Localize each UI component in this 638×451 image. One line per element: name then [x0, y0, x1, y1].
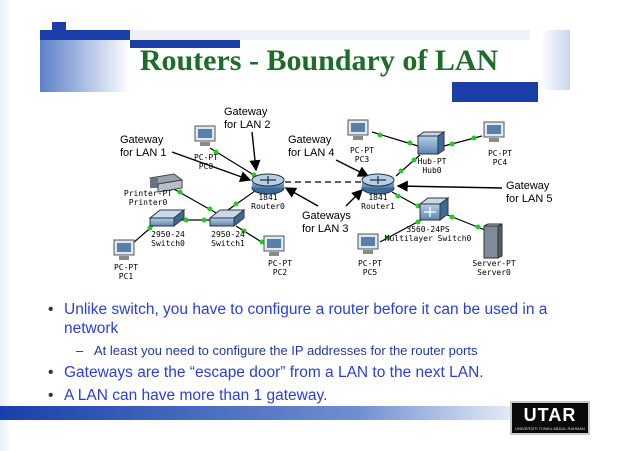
annotation-line: Gateway — [506, 180, 550, 192]
blue-corner-bar — [0, 0, 12, 451]
bullet-text: A LAN can have more than 1 gateway. — [64, 387, 328, 404]
pc-icon — [113, 239, 135, 260]
bullet-marker: • — [48, 387, 54, 404]
logo-subtext: UNIVERSITI TUNKU ABDUL RAHMAN — [515, 426, 585, 431]
bullet-text: Unlike switch, you have to configure a r… — [64, 301, 548, 337]
bullet-item: • A LAN can have more than 1 gateway. — [48, 386, 594, 405]
bullet-marker: • — [48, 301, 54, 318]
bullet-item: • Unlike switch, you have to configure a … — [48, 300, 594, 338]
slide-title: Routers - Boundary of LAN — [139, 44, 499, 77]
link-status-dots — [128, 132, 481, 248]
switch-icon — [148, 208, 186, 228]
annotation-line: for LAN 4 — [288, 147, 335, 159]
router-icon — [361, 173, 395, 195]
annotation-line: Gateway — [288, 134, 332, 146]
pc-icon — [263, 235, 285, 256]
annotation-line: for LAN 1 — [120, 147, 167, 159]
pc-icon — [357, 233, 379, 254]
annotation-arrows — [171, 131, 503, 207]
arrow-lan4 — [335, 159, 370, 177]
pc-icon — [347, 119, 369, 140]
bullet-item: • Gateways are the “escape door” from a L… — [48, 363, 594, 382]
blue-block-right — [452, 82, 538, 102]
bullet-marker: – — [76, 343, 84, 358]
arrow-lan3-left — [284, 187, 319, 207]
annotation-line: Gateways — [302, 210, 351, 222]
server-icon — [483, 223, 503, 259]
bullet-marker: • — [48, 364, 54, 381]
blue-gradient-left — [40, 40, 130, 92]
printer-icon — [148, 173, 184, 193]
bullet-subitem: –At least you need to configure the IP a… — [64, 342, 594, 359]
router-icon — [251, 173, 285, 195]
annotation-line: for LAN 3 — [302, 223, 349, 235]
annotation-line: Gateway — [224, 106, 268, 118]
annotation-line: for LAN 2 — [224, 119, 271, 131]
annotation-gateway-lan2: Gateway for LAN 2 — [224, 106, 270, 132]
hub-icon — [416, 131, 446, 155]
annotation-gateway-lan1: Gateway for LAN 1 — [120, 134, 166, 160]
arrow-lan1 — [171, 151, 252, 182]
pc-icon — [194, 125, 216, 146]
logo-text: UTAR — [523, 405, 577, 425]
utar-logo: UTAR UNIVERSITI TUNKU ABDUL RAHMAN — [510, 401, 590, 435]
annotation-gateway-lan4: Gateway for LAN 4 — [288, 134, 334, 160]
arrow-lan5 — [396, 180, 503, 192]
blue-band-bottom — [0, 406, 510, 420]
bullet-list: • Unlike switch, you have to configure a … — [48, 300, 594, 409]
annotation-gateway-lan3: Gateways for LAN 3 — [302, 210, 351, 236]
blue-band-top-left — [40, 30, 130, 40]
arrow-lan3-right — [345, 189, 363, 207]
bullet-text: At least you need to configure the IP ad… — [94, 343, 478, 358]
switch-icon — [208, 208, 246, 228]
pc-icon — [483, 121, 505, 142]
multilayer-switch-icon — [418, 197, 450, 221]
annotation-line: Gateway — [120, 134, 164, 146]
bullet-text: Gateways are the “escape door” from a LA… — [64, 364, 484, 381]
blue-band-top-left-2 — [52, 22, 66, 32]
annotation-line: for LAN 5 — [506, 193, 553, 205]
arrow-lan2 — [249, 131, 261, 172]
blue-band-mid — [130, 40, 240, 48]
white-band-top — [130, 30, 530, 40]
annotation-gateway-lan5: Gateway for LAN 5 — [506, 180, 552, 206]
blue-gradient-right — [540, 30, 570, 90]
